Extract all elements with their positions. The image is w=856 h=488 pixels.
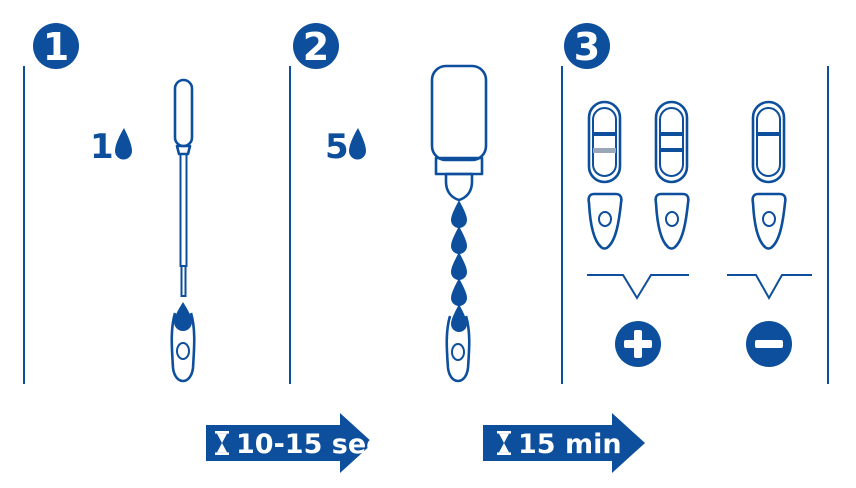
test-cassette-well-icon	[445, 315, 471, 383]
control-line	[757, 132, 780, 136]
step-1-badge: 1	[33, 23, 79, 69]
control-line	[593, 132, 616, 136]
faint-test-line	[593, 148, 616, 153]
drop-icon	[451, 252, 467, 280]
step-3-badge: 3	[564, 23, 610, 69]
drop-icon	[115, 128, 132, 160]
drop-icon	[451, 200, 467, 228]
control-line	[660, 132, 683, 136]
step-2-badge: 2	[293, 23, 339, 69]
step-1-number: 1	[43, 25, 69, 69]
result-window-positive	[654, 100, 689, 184]
step-1-drop-count: 1	[90, 127, 132, 167]
step-3-number: 3	[574, 25, 600, 69]
hourglass-icon	[215, 431, 229, 455]
test-cassette-well-icon	[170, 312, 196, 383]
plus-icon	[615, 321, 661, 367]
step-2-number: 2	[303, 25, 329, 69]
drop-icon	[451, 304, 467, 332]
minus-icon	[746, 321, 792, 367]
result-window-faint-positive	[587, 100, 622, 184]
positive-group-bracket	[587, 274, 689, 300]
sample-well-icon	[654, 192, 690, 250]
drop-icon	[451, 226, 467, 254]
drop-icon	[451, 278, 467, 306]
step-2-drop-number: 5	[325, 127, 349, 167]
drop-icon	[174, 302, 192, 331]
dropper-bottle-icon	[430, 64, 488, 202]
hourglass-icon	[497, 431, 511, 455]
timer-arrow-1: 10-15 sec	[206, 413, 382, 473]
test-line	[660, 148, 683, 152]
sample-well-icon	[587, 192, 623, 250]
timer-2-label: 15 min	[518, 429, 622, 460]
sample-well-icon	[751, 192, 787, 250]
pipette-icon	[173, 78, 194, 297]
negative-group-bracket	[727, 274, 812, 301]
timer-1-label: 10-15 sec	[236, 429, 382, 460]
step-2-drop-count: 5	[325, 127, 366, 167]
step-1-drop-number: 1	[90, 127, 114, 167]
result-window-negative	[751, 100, 786, 184]
timer-arrow-2: 15 min	[483, 413, 645, 473]
drop-icon	[349, 128, 366, 160]
